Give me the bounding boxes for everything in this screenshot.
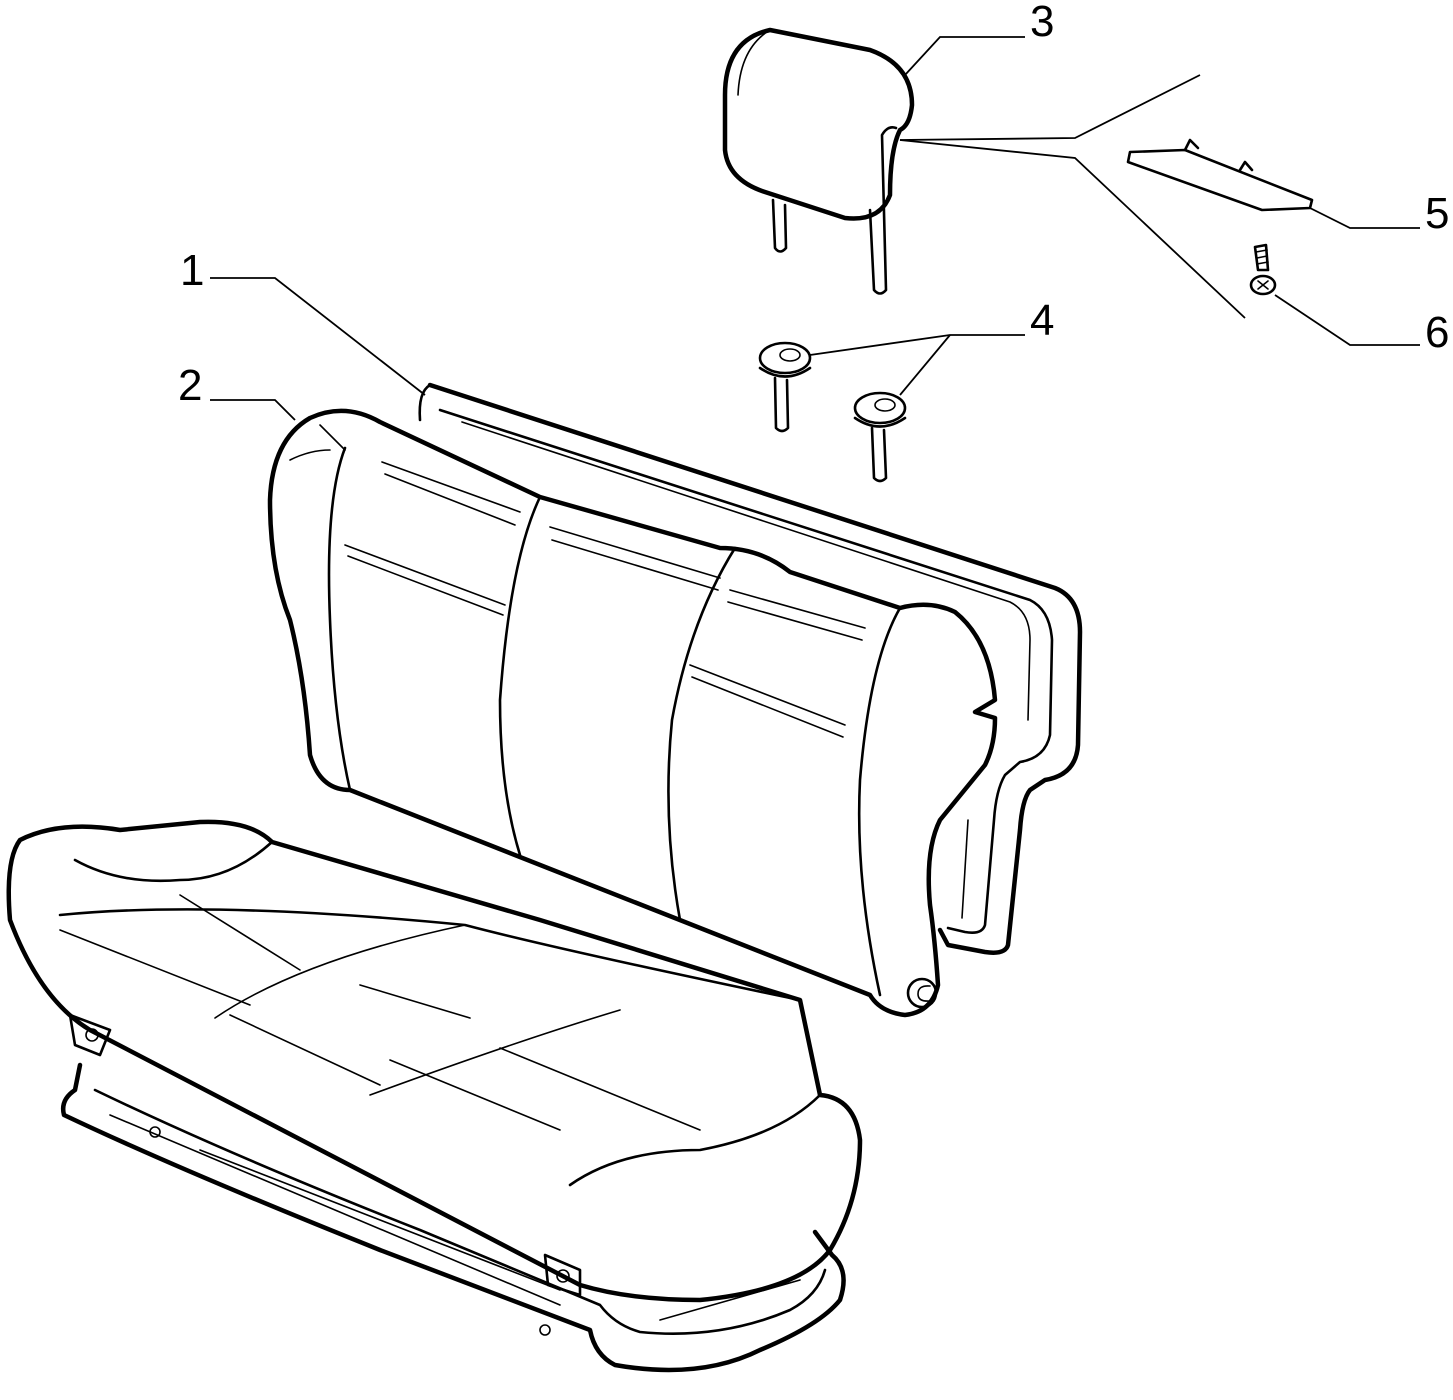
callout-5: 5 <box>1425 189 1449 238</box>
callout-2: 2 <box>178 361 202 410</box>
backrest-frame <box>418 382 1083 955</box>
headrest-guide-right <box>853 391 907 483</box>
trim-strip <box>1126 138 1314 212</box>
callout-4: 4 <box>1030 296 1054 345</box>
seat-cushion <box>6 819 863 1303</box>
screw <box>1249 243 1277 296</box>
leader-lines <box>210 36 1420 421</box>
callout-1: 1 <box>180 246 204 295</box>
seat-base <box>60 1013 846 1373</box>
headrest-guide-left <box>758 341 812 433</box>
backrest-cushion <box>267 408 998 1018</box>
callout-3: 3 <box>1030 0 1054 46</box>
headrest <box>722 27 915 295</box>
callout-6: 6 <box>1425 308 1449 357</box>
